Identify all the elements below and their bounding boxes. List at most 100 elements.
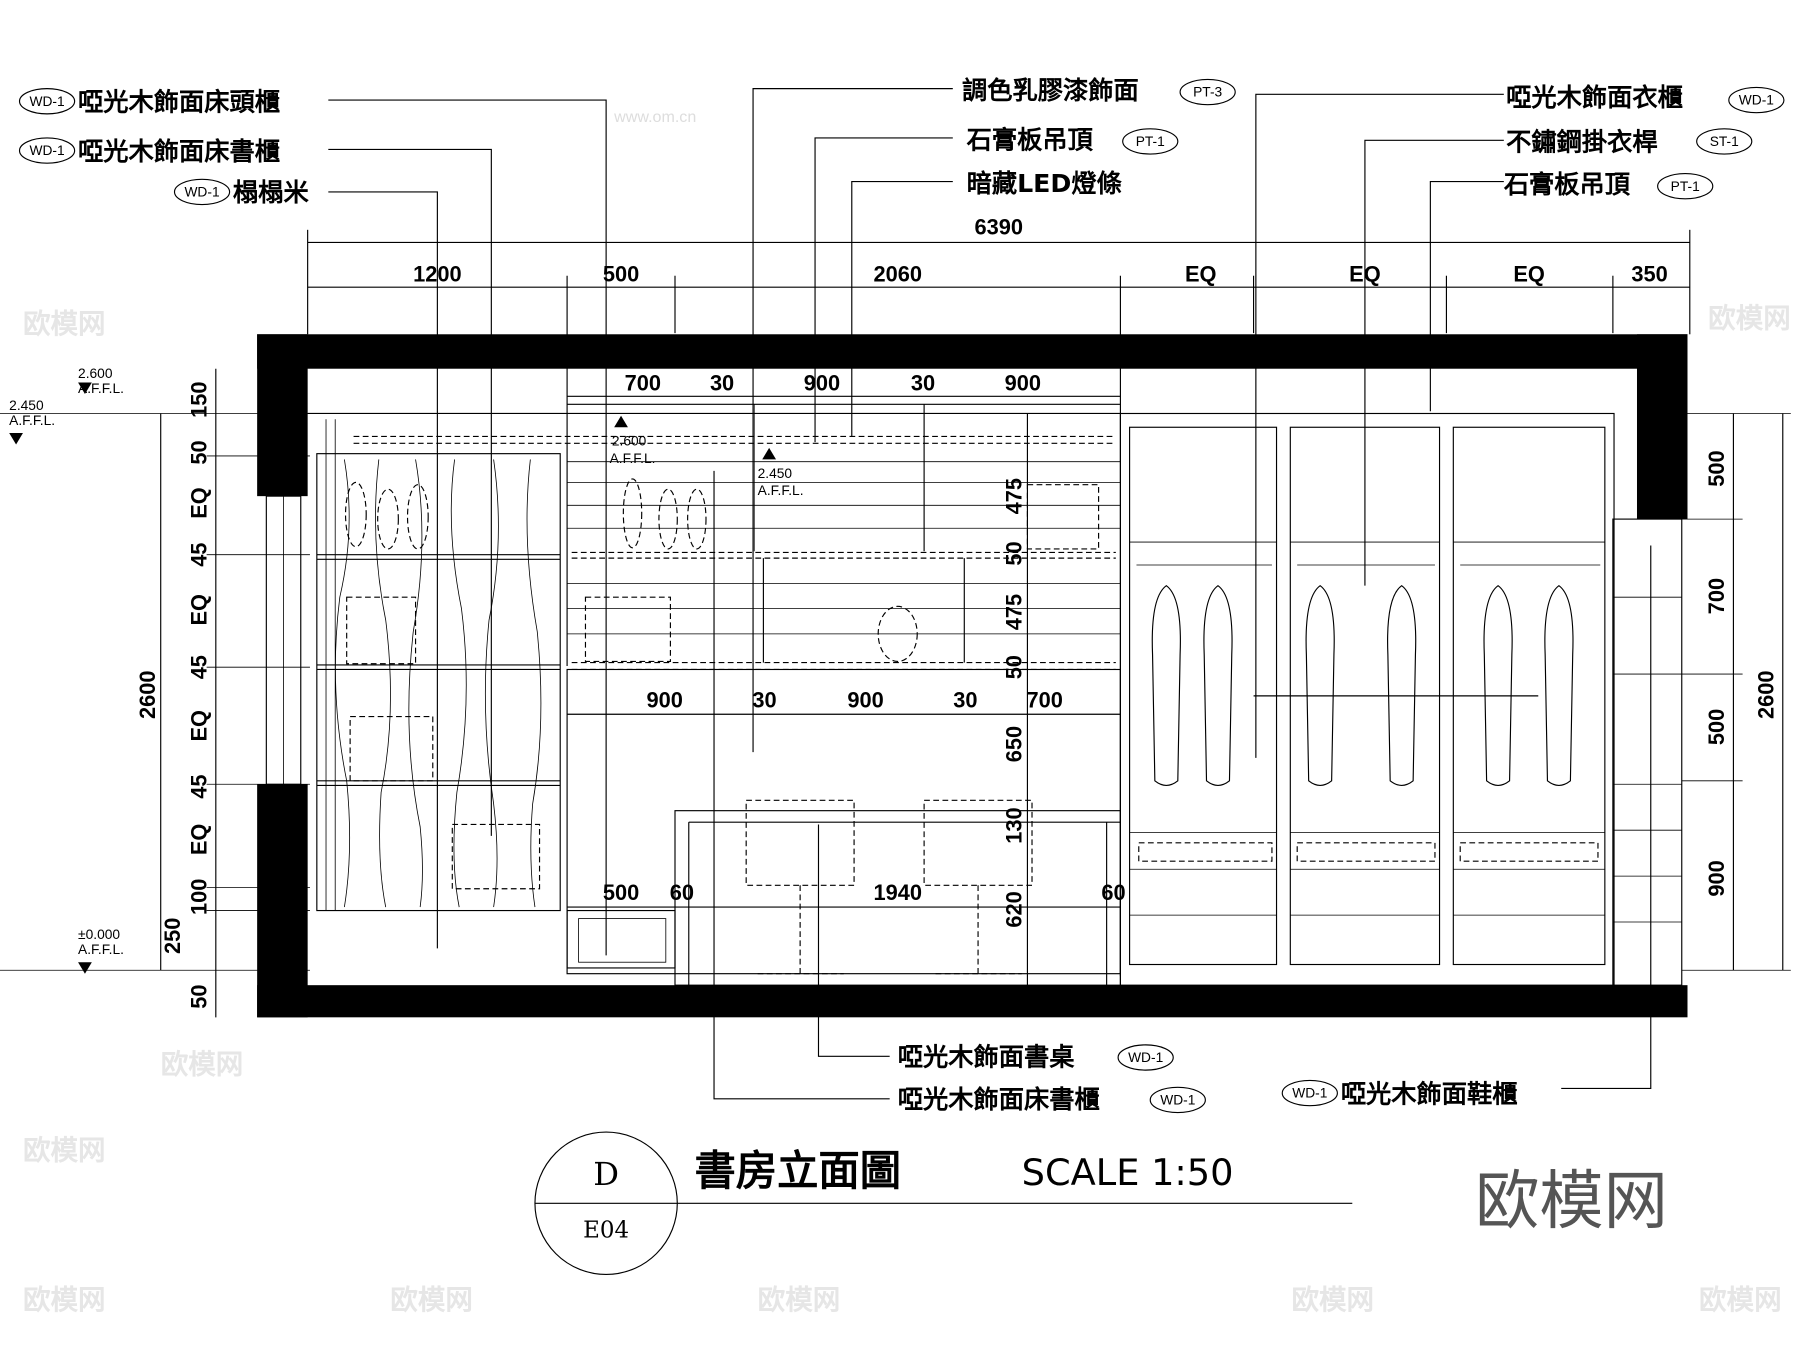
dim-left: 45 xyxy=(187,543,212,567)
dim-top: 500 xyxy=(603,261,639,286)
material-tag: WD-1 xyxy=(1739,93,1774,108)
inner-dimensions: 700 30 900 30 900 900 30 900 30 700 500 … xyxy=(567,371,1126,986)
svg-text:欧模网: 欧模网 xyxy=(1291,1284,1374,1316)
level-unit: A.F.F.L. xyxy=(78,381,124,396)
material-tag: WD-1 xyxy=(1128,1050,1163,1065)
dim-vertical: 620 xyxy=(1002,891,1027,927)
dim-inner: 900 xyxy=(646,687,682,712)
sheet-number: E04 xyxy=(583,1218,629,1244)
dim-vertical: 50 xyxy=(1002,541,1027,565)
svg-text:欧模网: 欧模网 xyxy=(161,1049,244,1081)
dim-vertical: 475 xyxy=(1002,478,1027,514)
callout-label: 石膏板吊頂 xyxy=(966,125,1094,154)
dim-vertical: 50 xyxy=(1002,655,1027,679)
dim-inner: 900 xyxy=(804,371,840,396)
dim-inner: 30 xyxy=(710,371,734,396)
dim-right: 900 xyxy=(1704,860,1729,896)
level-unit: A.F.F.L. xyxy=(78,942,124,957)
dim-top: EQ xyxy=(1513,261,1545,286)
desk xyxy=(566,799,1121,986)
callout-label: 石膏板吊頂 xyxy=(1503,170,1631,199)
svg-text:欧模网: 欧模网 xyxy=(758,1284,841,1316)
callout-label: 榻榻米 xyxy=(233,178,309,207)
drawing-title: 書房立面圖 xyxy=(695,1147,902,1195)
watermarks: 欧模网 欧模网 欧模网 欧模网 欧模网 欧模网 欧模网 欧模网 欧模网 xyxy=(23,302,1791,1316)
svg-text:欧模网: 欧模网 xyxy=(23,1284,106,1316)
dim-inner: 900 xyxy=(1005,371,1041,396)
level-value: 2.450 xyxy=(758,466,793,481)
material-tag: PT-3 xyxy=(1193,85,1222,100)
material-tag: WD-1 xyxy=(29,143,64,158)
dim-left: EQ xyxy=(187,594,212,626)
callout-label: 啞光木飾面衣櫃 xyxy=(1506,83,1683,112)
material-tag: PT-1 xyxy=(1671,179,1700,194)
dim-left: 250 xyxy=(160,918,185,954)
level-value: 2.450 xyxy=(9,398,44,413)
leader-lines xyxy=(328,88,1652,1100)
material-tag: WD-1 xyxy=(184,185,219,200)
dim-inner: 60 xyxy=(670,880,694,905)
dim-right: 700 xyxy=(1704,578,1729,614)
dim-left: 45 xyxy=(187,774,212,798)
dim-right: 500 xyxy=(1704,450,1729,486)
callout-label: 啞光木飾面書桌 xyxy=(898,1043,1075,1072)
dim-inner: 900 xyxy=(847,687,883,712)
level-value: 2.600 xyxy=(612,434,647,449)
callout-label: 不鏽鋼掛衣桿 xyxy=(1506,128,1658,157)
dim-inner: 700 xyxy=(1026,687,1062,712)
level-value: ±0.000 xyxy=(78,927,120,942)
dim-inner: 60 xyxy=(1101,880,1125,905)
dim-vertical: 475 xyxy=(1002,594,1027,630)
watermark-site: www.om.cn xyxy=(613,108,696,126)
callout-label: 暗藏LED燈條 xyxy=(967,169,1123,198)
callout-label: 啞光木飾面床書櫃 xyxy=(78,137,280,166)
level-unit: A.F.F.L. xyxy=(758,483,804,498)
left-dimensions: 150 50 EQ 45 EQ 45 EQ 45 EQ 100 250 50 2… xyxy=(0,366,310,1018)
drawing-scale: SCALE 1:50 xyxy=(1022,1151,1234,1194)
dim-left: 50 xyxy=(187,985,212,1009)
dim-left: 45 xyxy=(187,655,212,679)
dim-left: 100 xyxy=(187,879,212,915)
dim-left-total: 2600 xyxy=(135,670,160,719)
dim-left: 50 xyxy=(187,440,212,464)
callout-label: 啞光木飾面鞋櫃 xyxy=(1341,1079,1518,1108)
material-tag: WD-1 xyxy=(1292,1086,1327,1101)
wall-section xyxy=(257,334,1688,1018)
section-id: D xyxy=(593,1155,619,1193)
dim-inner: 30 xyxy=(911,371,935,396)
callouts: WD-1 啞光木飾面床頭櫃 WD-1 啞光木飾面床書櫃 WD-1 榻榻米 調色乳… xyxy=(18,76,1785,1114)
dim-inner: 1940 xyxy=(873,880,922,905)
dim-inner: 500 xyxy=(603,880,639,905)
bedhead-cabinet xyxy=(307,412,1121,912)
material-tag: PT-1 xyxy=(1136,134,1165,149)
svg-text:欧模网: 欧模网 xyxy=(1708,302,1791,334)
dim-overall: 6390 xyxy=(974,214,1023,239)
dim-inner: 30 xyxy=(752,687,776,712)
callout-label: 啞光木飾面床頭櫃 xyxy=(78,87,280,116)
svg-text:欧模网: 欧模网 xyxy=(1699,1284,1782,1316)
dim-left: 150 xyxy=(187,382,212,418)
right-dimensions: 500 700 500 900 2600 xyxy=(1681,413,1791,971)
dim-right-total: 2600 xyxy=(1754,670,1779,719)
dim-top: EQ xyxy=(1185,261,1217,286)
dim-right: 500 xyxy=(1704,709,1729,745)
callout-label: 調色乳膠漆飾面 xyxy=(962,76,1139,105)
level-unit: A.F.F.L. xyxy=(9,413,55,428)
wardrobe xyxy=(1119,412,1682,986)
dim-left: EQ xyxy=(187,824,212,856)
svg-text:欧模网: 欧模网 xyxy=(390,1284,473,1316)
dim-inner: 700 xyxy=(625,371,661,396)
level-value: 2.600 xyxy=(78,366,113,381)
callout-label: 啞光木飾面床書櫃 xyxy=(898,1085,1100,1114)
dim-vertical: 650 xyxy=(1002,726,1027,762)
dim-left: EQ xyxy=(187,710,212,742)
dim-top: 350 xyxy=(1631,261,1667,286)
dim-inner: 30 xyxy=(953,687,977,712)
dim-left: EQ xyxy=(187,487,212,519)
material-tag: WD-1 xyxy=(29,94,64,109)
level-unit: A.F.F.L. xyxy=(610,451,656,466)
watermark-logo: 欧模网 xyxy=(1475,1164,1668,1239)
material-tag: ST-1 xyxy=(1710,134,1739,149)
svg-text:欧模网: 欧模网 xyxy=(23,308,106,340)
